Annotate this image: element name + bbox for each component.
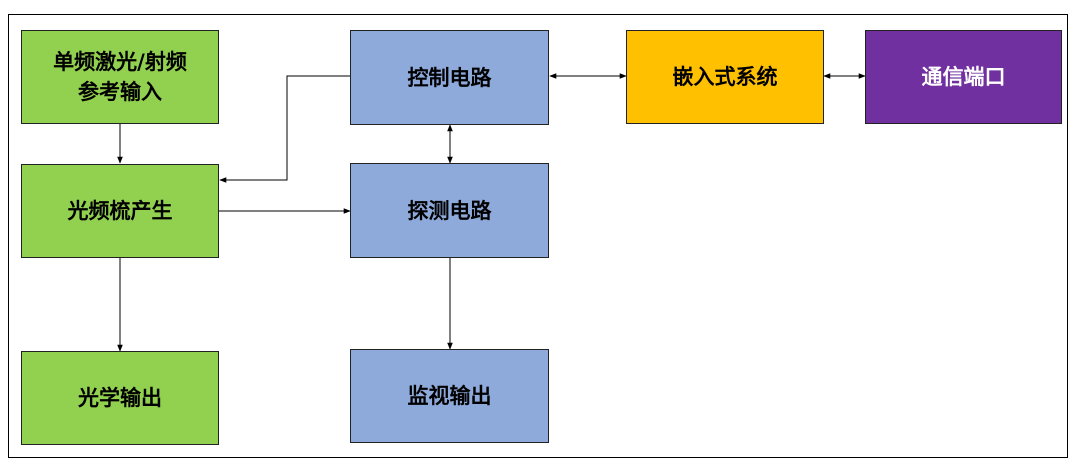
node-comm-port: 通信端口 xyxy=(865,30,1062,124)
node-embedded-system: 嵌入式系统 xyxy=(626,30,824,124)
diagram-frame xyxy=(8,14,1068,458)
node-control-circuit: 控制电路 xyxy=(350,30,549,125)
node-monitor-output: 监视输出 xyxy=(350,349,549,443)
node-optical-output: 光学输出 xyxy=(21,351,219,445)
node-reference-input: 单频激光/射频 参考输入 xyxy=(21,30,219,124)
edge-control-to-comb xyxy=(219,75,350,183)
node-comb-generation: 光频梳产生 xyxy=(21,164,219,258)
node-detection-circuit: 探测电路 xyxy=(350,163,549,258)
